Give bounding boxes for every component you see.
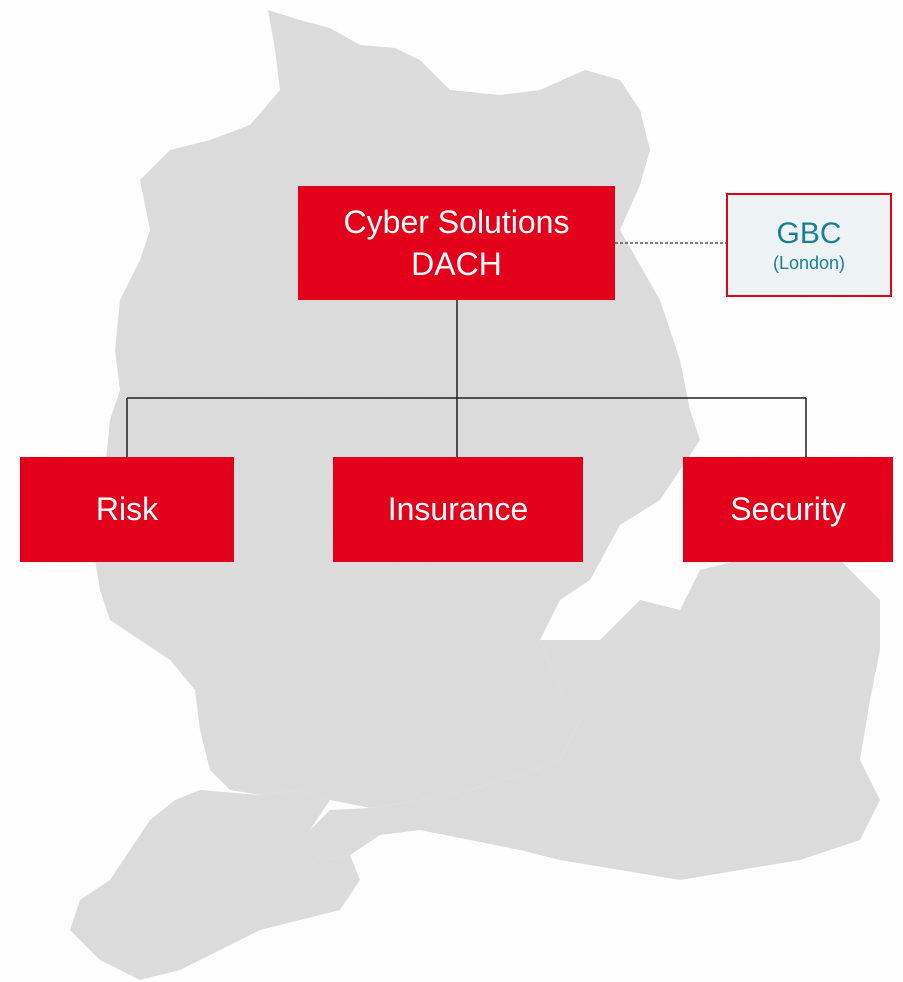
insurance-label: Insurance (387, 491, 529, 527)
gbc-subtitle: (London) (772, 253, 846, 273)
top-node-line2: DACH (411, 246, 502, 282)
gbc-node: GBC (London) (726, 193, 892, 297)
top-node-line1: Cyber Solutions (343, 204, 570, 240)
gbc-title: GBC (776, 217, 842, 250)
cyber-solutions-dach-node: Cyber Solutions DACH (298, 186, 615, 300)
security-node: Security (683, 457, 893, 562)
risk-node: Risk (20, 457, 234, 562)
insurance-node: Insurance (333, 457, 583, 562)
security-label: Security (730, 491, 846, 527)
risk-label: Risk (95, 491, 159, 527)
